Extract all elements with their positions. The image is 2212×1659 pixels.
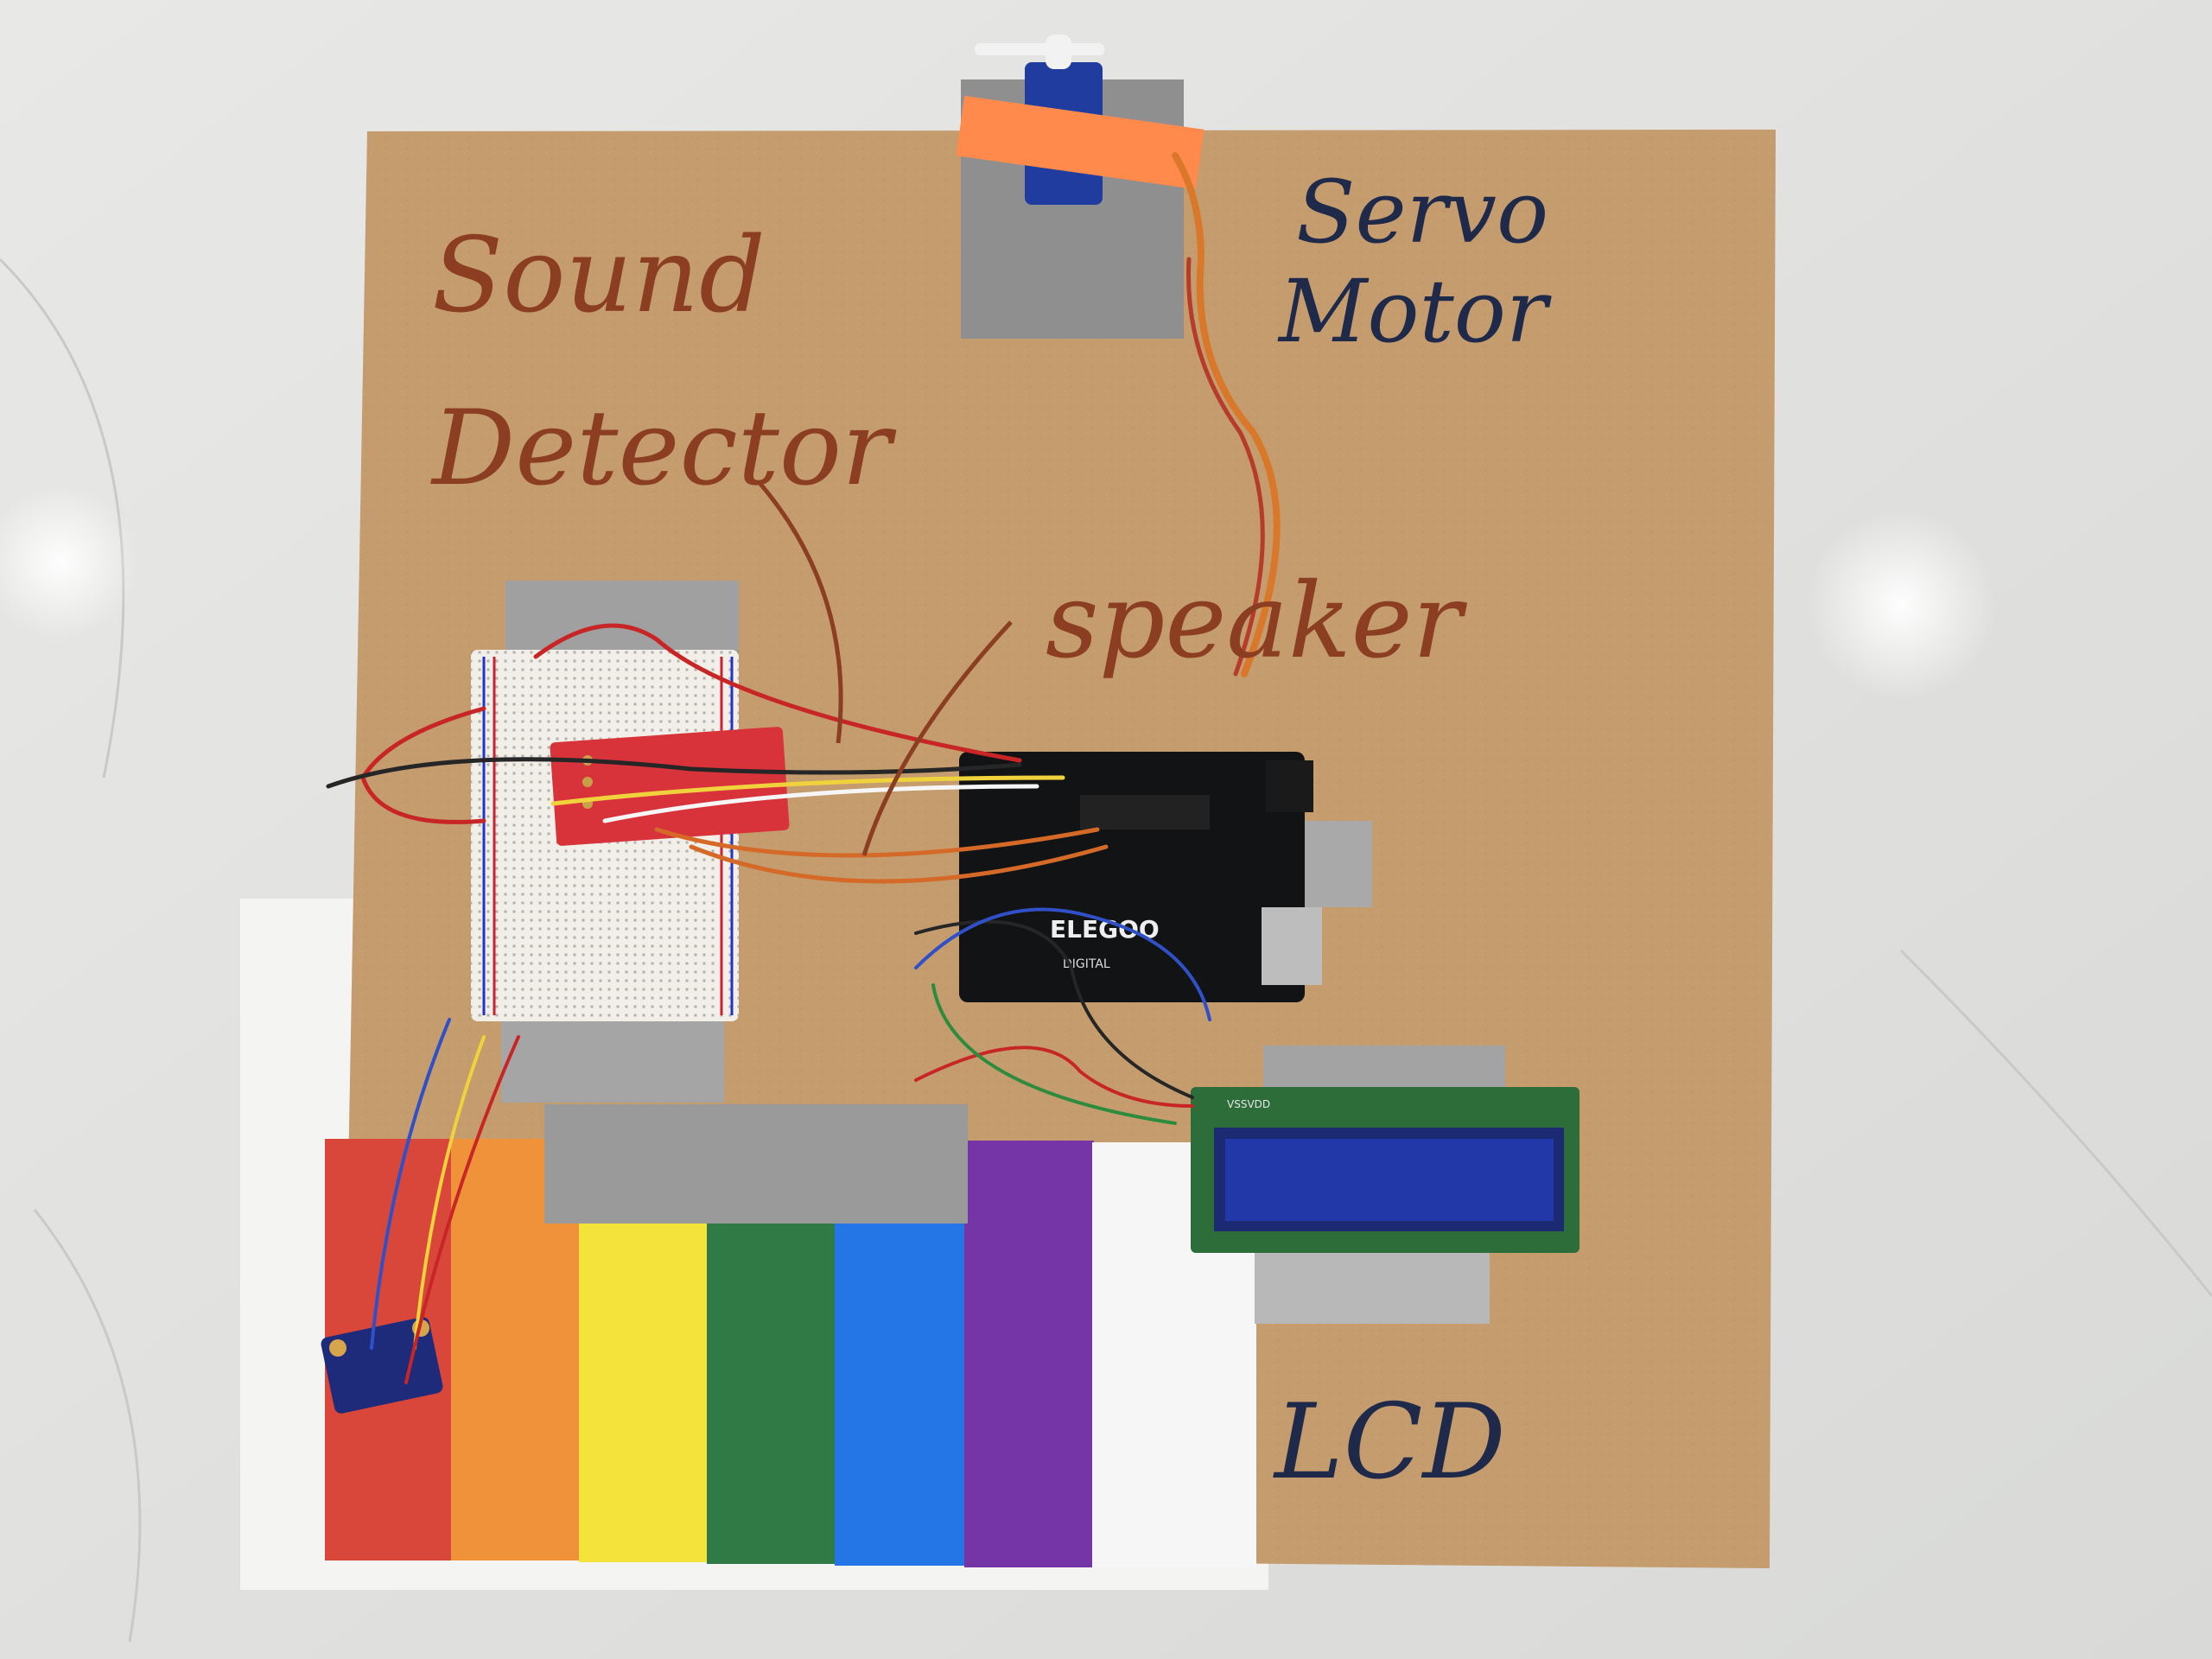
arduino-digital-text: DIGITAL <box>1063 957 1110 971</box>
light-glare-right <box>1806 510 1996 700</box>
label-motor: Motor <box>1277 261 1552 362</box>
speaker-arrow <box>861 620 1013 856</box>
sound-arrow <box>759 482 843 744</box>
wires <box>326 152 1281 1384</box>
tape-breadboard-bottom <box>501 1009 724 1103</box>
label-servo: Servo <box>1296 162 1548 263</box>
label-sound: Sound <box>432 216 766 336</box>
table-scratches <box>0 257 2212 1643</box>
servo-motor <box>956 35 1205 205</box>
arduino-board: ELEGOO DIGITAL <box>959 752 1322 1002</box>
lcd-pin-text: VSSVDD <box>1227 1098 1270 1110</box>
tape-rainbow <box>544 1104 968 1224</box>
label-detector: Detector <box>430 389 897 509</box>
label-lcd: LCD <box>1273 1382 1506 1503</box>
orange-tape <box>956 95 1205 190</box>
light-glare-left <box>0 484 138 639</box>
tape-breadboard-top <box>505 581 739 658</box>
lcd-module: VSSVDD <box>1191 1087 1580 1253</box>
label-speaker: speaker <box>1046 562 1468 682</box>
tape-lcd-bottom <box>1255 1243 1490 1324</box>
